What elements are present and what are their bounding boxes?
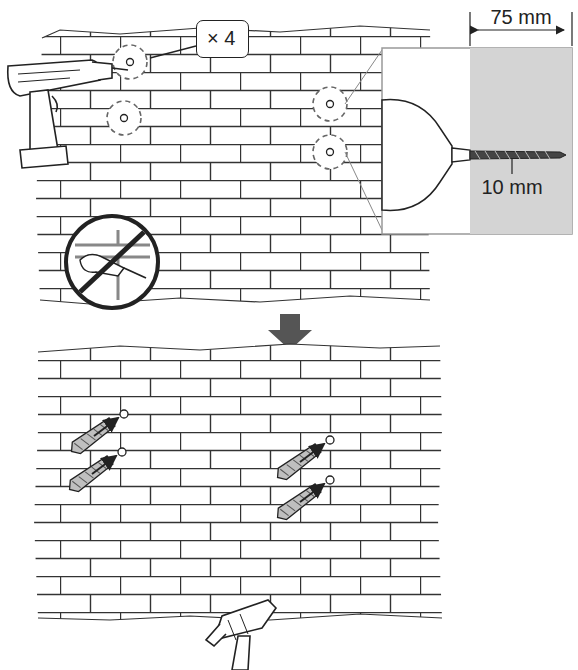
- prohibited-pipe-sign: [66, 216, 158, 308]
- hammer: [206, 600, 276, 670]
- quantity-callout: × 4: [207, 27, 238, 49]
- wall-plugs: [65, 416, 324, 523]
- dimension-label: 75 mm: [487, 6, 554, 28]
- callout-box: × 4: [196, 20, 249, 58]
- brick-wall: [28, 340, 448, 625]
- drilling-depth-inset: [345, 12, 572, 234]
- power-drill: [8, 60, 128, 168]
- dimension-label: 10 mm: [478, 176, 545, 198]
- hole-markers: [107, 45, 347, 169]
